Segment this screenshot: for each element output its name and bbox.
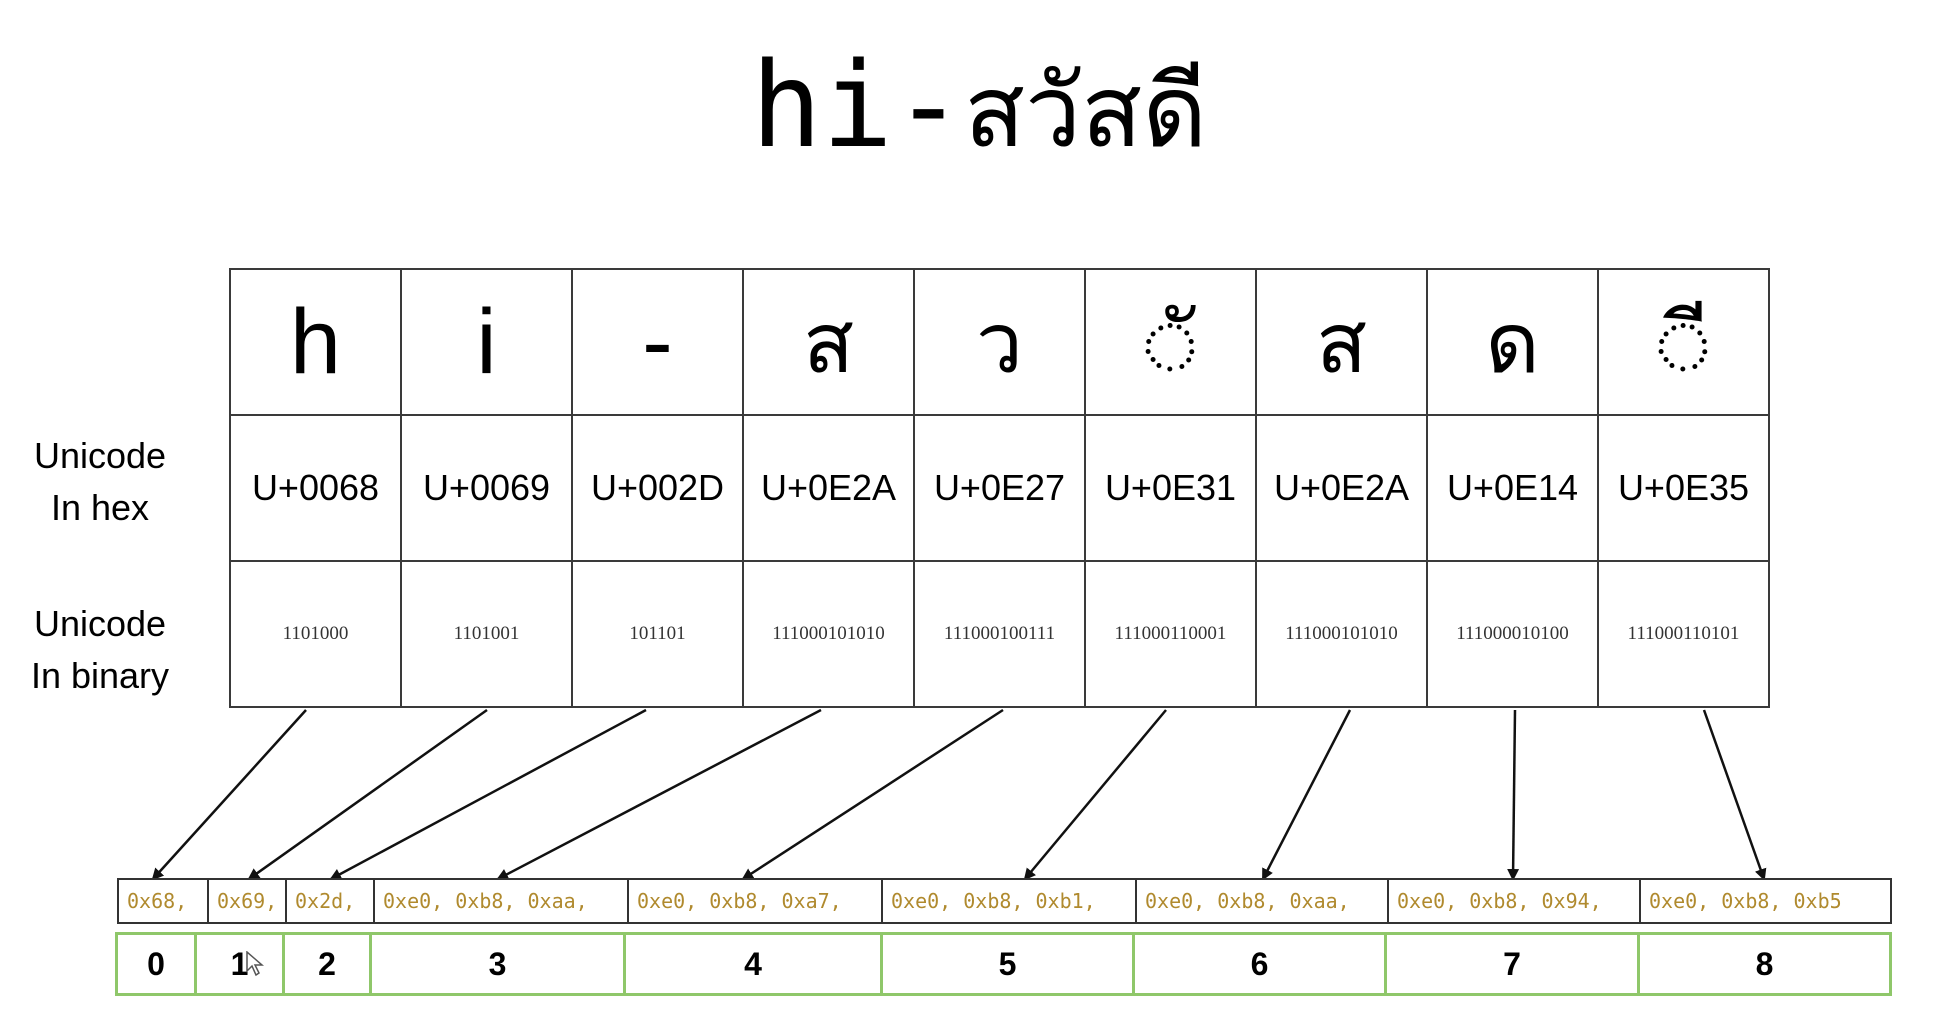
char-cell-3: ส (742, 268, 915, 416)
row-label-binary-line1: Unicode (33, 603, 167, 644)
hex-cell-8: U+0E35 (1597, 414, 1770, 562)
char-cell-8: ◌ี (1597, 268, 1770, 416)
row-label-hex: Unicode In hex (0, 430, 200, 534)
hex-cell-0: U+0068 (229, 414, 402, 562)
byte-group-7: 0xe0, 0xb8, 0x94, (1387, 878, 1641, 924)
mouse-cursor-icon (246, 951, 264, 977)
index-cell-0: 0 (115, 932, 197, 996)
arrow-1 (247, 708, 488, 881)
row-label-binary: Unicode In binary (0, 598, 200, 702)
title-latin: hi- (750, 36, 964, 174)
byte-group-5: 0xe0, 0xb8, 0xb1, (881, 878, 1137, 924)
char-cell-5: ◌ั (1084, 268, 1257, 416)
index-cell-7: 7 (1384, 932, 1640, 996)
hex-cell-1: U+0069 (400, 414, 573, 562)
index-cell-8: 8 (1637, 932, 1892, 996)
byte-group-6: 0xe0, 0xb8, 0xaa, (1135, 878, 1389, 924)
binary-cell-2: 101101 (571, 560, 744, 708)
char-cell-2: - (571, 268, 744, 416)
binary-cell-0: 1101000 (229, 560, 402, 708)
binary-cell-8: 111000110101 (1597, 560, 1770, 708)
arrow-3 (496, 708, 822, 881)
row-label-binary-line2: In binary (30, 655, 170, 696)
hex-cell-2: U+002D (571, 414, 744, 562)
hex-cell-6: U+0E2A (1255, 414, 1428, 562)
hex-cell-3: U+0E2A (742, 414, 915, 562)
binary-cell-7: 111000010100 (1426, 560, 1599, 708)
arrow-6 (1261, 709, 1352, 881)
index-cell-4: 4 (623, 932, 883, 996)
arrow-4 (741, 708, 1004, 881)
index-cell-3: 3 (369, 932, 626, 996)
arrow-7 (1507, 709, 1520, 881)
binary-cell-4: 111000100111 (913, 560, 1086, 708)
index-cell-2: 2 (282, 932, 372, 996)
binary-cell-6: 111000101010 (1255, 560, 1428, 708)
byte-group-2: 0x2d, (285, 878, 375, 924)
arrow-8 (1702, 709, 1767, 881)
title-thai: สวัสดี (963, 53, 1208, 170)
byte-group-1: 0x69, (207, 878, 287, 924)
char-cell-4: ว (913, 268, 1086, 416)
hex-cell-4: U+0E27 (913, 414, 1086, 562)
arrow-0 (151, 709, 307, 881)
byte-group-8: 0xe0, 0xb8, 0xb5 (1639, 878, 1892, 924)
index-cell-6: 6 (1132, 932, 1387, 996)
title: hi-สวัสดี (0, 40, 1958, 177)
byte-group-0: 0x68, (117, 878, 209, 924)
byte-group-3: 0xe0, 0xb8, 0xaa, (373, 878, 629, 924)
binary-cell-3: 111000101010 (742, 560, 915, 708)
byte-group-4: 0xe0, 0xb8, 0xa7, (627, 878, 883, 924)
char-cell-7: ด (1426, 268, 1599, 416)
arrow-2 (329, 708, 647, 881)
row-label-hex-line2: In hex (50, 487, 150, 528)
index-cell-1: 1 (194, 932, 285, 996)
row-label-hex-line1: Unicode (33, 435, 167, 476)
arrow-5 (1023, 709, 1167, 881)
index-cell-5: 5 (880, 932, 1135, 996)
